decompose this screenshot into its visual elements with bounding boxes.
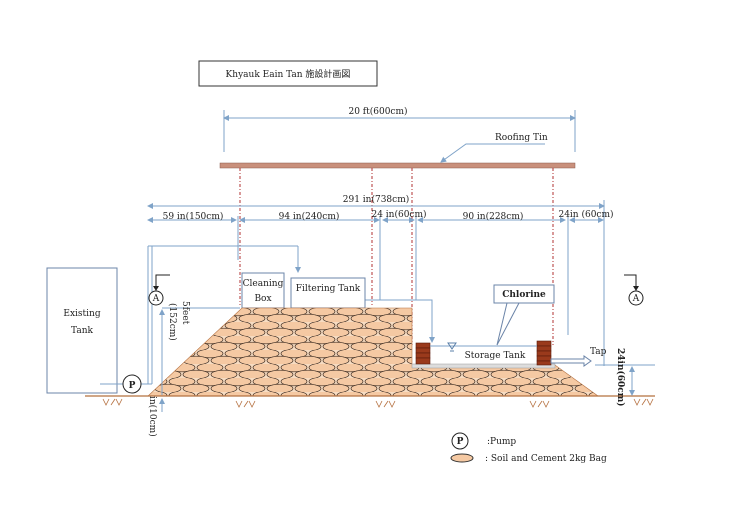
tank-height-dimension: 24in(60cm) (595, 348, 655, 407)
cleaning-box-label: Box (254, 294, 271, 304)
legend: P :Pump : Soil and Cement 2kg Bag (450, 432, 607, 464)
title-box: Khyauk Eain Tan 施設計画図 (198, 60, 378, 87)
section-marker-label: A (152, 294, 160, 304)
supply-pipe (141, 245, 435, 385)
base-width-dimension: 291 in(738cm) (147, 194, 605, 366)
filtering-tank-label: Filtering Tank (296, 284, 361, 294)
roof-posts (239, 168, 554, 345)
segment-label: 24in (60cm) (558, 209, 613, 220)
diagram-title: Khyauk Eain Tan 施設計画図 (226, 68, 351, 80)
pile-height-label: (152cm) (167, 303, 178, 341)
pile-height-label: 5feet (180, 301, 190, 325)
base-width-label: 291 in(738cm) (343, 194, 410, 205)
pump-legend-icon (451, 432, 469, 450)
pile-height-dimension: 5feet (152cm) in(10cm) (147, 301, 240, 437)
cleaning-box-label: Cleaning (243, 279, 284, 289)
bag-legend-label: : Soil and Cement 2kg Bag (485, 454, 607, 464)
tank-height-label: 24in(60cm) (615, 348, 626, 407)
pump-legend-symbol: P (457, 437, 464, 447)
tap-outlet: Tap (550, 347, 607, 367)
existing-tank-label: Tank (71, 326, 93, 336)
segment-label: 59 in(150cm) (163, 211, 224, 222)
segment-dimensions: 59 in(150cm) 94 in(240cm) 24 in(60cm) 90… (147, 209, 614, 223)
roof-bar (219, 162, 576, 169)
tap-label: Tap (590, 347, 607, 357)
ground-hatch-icons (102, 398, 654, 408)
roof-width-label: 20 ft(600cm) (348, 106, 407, 117)
pump-symbol: P (129, 381, 136, 391)
section-marker-right: A (624, 274, 644, 306)
brick-wall-right (536, 340, 552, 366)
storage-tank: Storage Tank (411, 340, 556, 369)
section-marker-left: A (148, 274, 170, 306)
existing-tank-label: Existing (63, 309, 100, 319)
soil-cement-bag-pile (147, 307, 599, 397)
storage-tank-label: Storage Tank (465, 351, 526, 361)
pump-legend-label: :Pump (487, 437, 516, 447)
segment-label: 90 in(228cm) (463, 211, 524, 222)
filtering-tank: Filtering Tank (290, 277, 366, 309)
base-offset-label: in(10cm) (147, 396, 158, 437)
bag-legend-icon (450, 453, 474, 463)
pump: P (100, 374, 142, 394)
segment-label: 94 in(240cm) (279, 211, 340, 222)
segment-label: 24 in(60cm) (371, 209, 426, 220)
roofing-tin-label: Roofing Tin (495, 133, 548, 143)
chlorine-label: Chlorine (502, 290, 546, 300)
chlorine-callout: Chlorine (493, 284, 555, 346)
cleaning-box: Cleaning Box (241, 272, 285, 309)
existing-tank: Existing Tank (46, 267, 118, 394)
brick-wall-left (415, 342, 431, 365)
roof-width-dimension: 20 ft(600cm) (223, 106, 576, 152)
section-marker-label: A (632, 294, 640, 304)
roofing-tin: Roofing Tin (219, 133, 576, 169)
